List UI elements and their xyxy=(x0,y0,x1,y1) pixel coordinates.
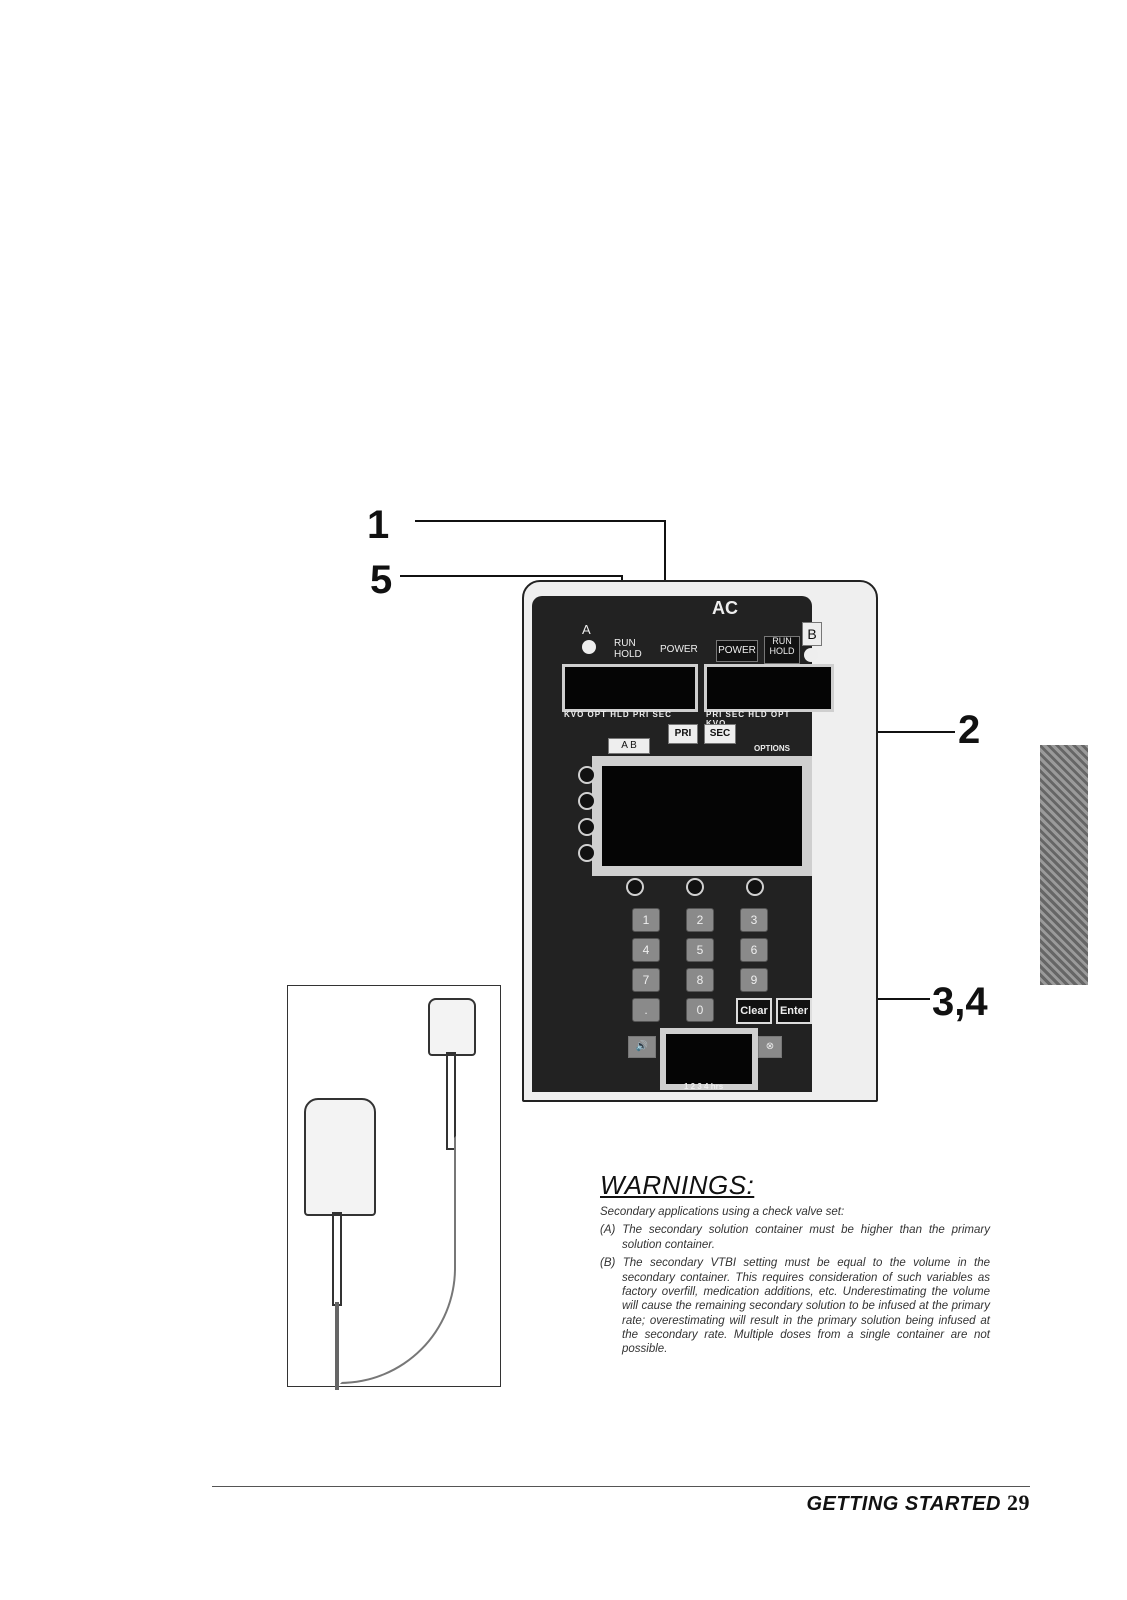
key-2[interactable]: 2 xyxy=(686,908,714,932)
footer-rule xyxy=(212,1486,1030,1487)
battery-label: 1 2 3 4 hrs xyxy=(684,1082,724,1091)
alarm-silence-icon: ⊗ xyxy=(765,1041,775,1052)
key-4[interactable]: 4 xyxy=(632,938,660,962)
warning-item-b: (B) The secondary VTBI setting must be e… xyxy=(600,1256,990,1357)
callout-5: 5 xyxy=(370,558,393,602)
channel-a-led xyxy=(582,640,596,654)
power-left-label: POWER xyxy=(660,644,698,655)
section-thumb-tab xyxy=(1040,745,1088,985)
bottom-softkey-3[interactable] xyxy=(746,878,764,896)
channel-b-label: B xyxy=(802,622,822,646)
primary-tubing xyxy=(340,1136,456,1384)
enter-button[interactable]: Enter xyxy=(776,998,812,1024)
primary-bag xyxy=(428,998,476,1056)
page-number: 29 xyxy=(1007,1490,1030,1515)
left-softkey-1[interactable] xyxy=(578,766,596,784)
channel-b-display xyxy=(704,664,834,712)
left-softkey-4[interactable] xyxy=(578,844,596,862)
silence-button[interactable]: ⊗ xyxy=(758,1036,782,1058)
iv-set-illustration xyxy=(287,985,501,1390)
channel-b-led xyxy=(804,648,818,662)
warnings-intro: Secondary applications using a check val… xyxy=(600,1206,845,1218)
brand-fragment: AC xyxy=(712,598,738,618)
callout-1: 1 xyxy=(367,503,390,547)
volume-button[interactable]: 🔊 xyxy=(628,1036,656,1058)
run-hold-left-label: RUN HOLD xyxy=(614,638,642,660)
key-5[interactable]: 5 xyxy=(686,938,714,962)
callout-3-4: 3,4 xyxy=(932,980,988,1024)
channel-a-label: A xyxy=(582,622,591,637)
sec-button[interactable]: SEC xyxy=(704,724,736,744)
left-softkey-2[interactable] xyxy=(578,792,596,810)
warnings-title: WARNINGS: xyxy=(600,1170,755,1200)
options-label: OPTIONS xyxy=(754,744,791,753)
speaker-icon: 🔊 xyxy=(635,1041,649,1052)
status-strip-left: KVO OPT HLD PRI SEC xyxy=(564,710,672,719)
warning-item-b-label: (B) xyxy=(600,1257,616,1270)
warnings-block: WARNINGS: Secondary applications using a… xyxy=(600,1170,990,1357)
ab-label: A B xyxy=(608,738,650,754)
warning-item-a-text: The secondary solution container must be… xyxy=(622,1224,990,1251)
infusion-pump: AC A RUN HOLD POWER POWER RUN HOLD B KVO… xyxy=(522,580,878,1102)
bottom-softkey-1[interactable] xyxy=(626,878,644,896)
channel-a-display xyxy=(562,664,698,712)
warning-item-a-label: (A) xyxy=(600,1224,616,1237)
power-button[interactable]: POWER xyxy=(716,640,758,662)
left-softkey-3[interactable] xyxy=(578,818,596,836)
main-lcd-display xyxy=(592,756,812,876)
key-6[interactable]: 6 xyxy=(740,938,768,962)
key-8[interactable]: 8 xyxy=(686,968,714,992)
key-3[interactable]: 3 xyxy=(740,908,768,932)
key-7[interactable]: 7 xyxy=(632,968,660,992)
status-strip-right: PRI SEC HLD OPT KVO xyxy=(706,710,791,728)
clear-button[interactable]: Clear xyxy=(736,998,772,1024)
key-1[interactable]: 1 xyxy=(632,908,660,932)
footer-section-title: GETTING STARTED xyxy=(806,1493,1001,1515)
key-0[interactable]: 0 xyxy=(686,998,714,1022)
battery-display xyxy=(660,1028,758,1090)
pump-front-panel: AC A RUN HOLD POWER POWER RUN HOLD B KVO… xyxy=(532,596,834,1092)
warning-item-b-text: The secondary VTBI setting must be equal… xyxy=(622,1257,990,1356)
run-hold-button[interactable]: RUN HOLD xyxy=(764,636,800,664)
secondary-tubing xyxy=(335,1302,339,1390)
page-footer: GETTING STARTED 29 xyxy=(806,1490,1030,1516)
key-9[interactable]: 9 xyxy=(740,968,768,992)
key-decimal[interactable]: . xyxy=(632,998,660,1022)
bottom-softkey-2[interactable] xyxy=(686,878,704,896)
warning-item-a: (A) The secondary solution container mus… xyxy=(600,1223,990,1252)
pri-button[interactable]: PRI xyxy=(668,724,698,744)
callout-2: 2 xyxy=(958,708,981,752)
